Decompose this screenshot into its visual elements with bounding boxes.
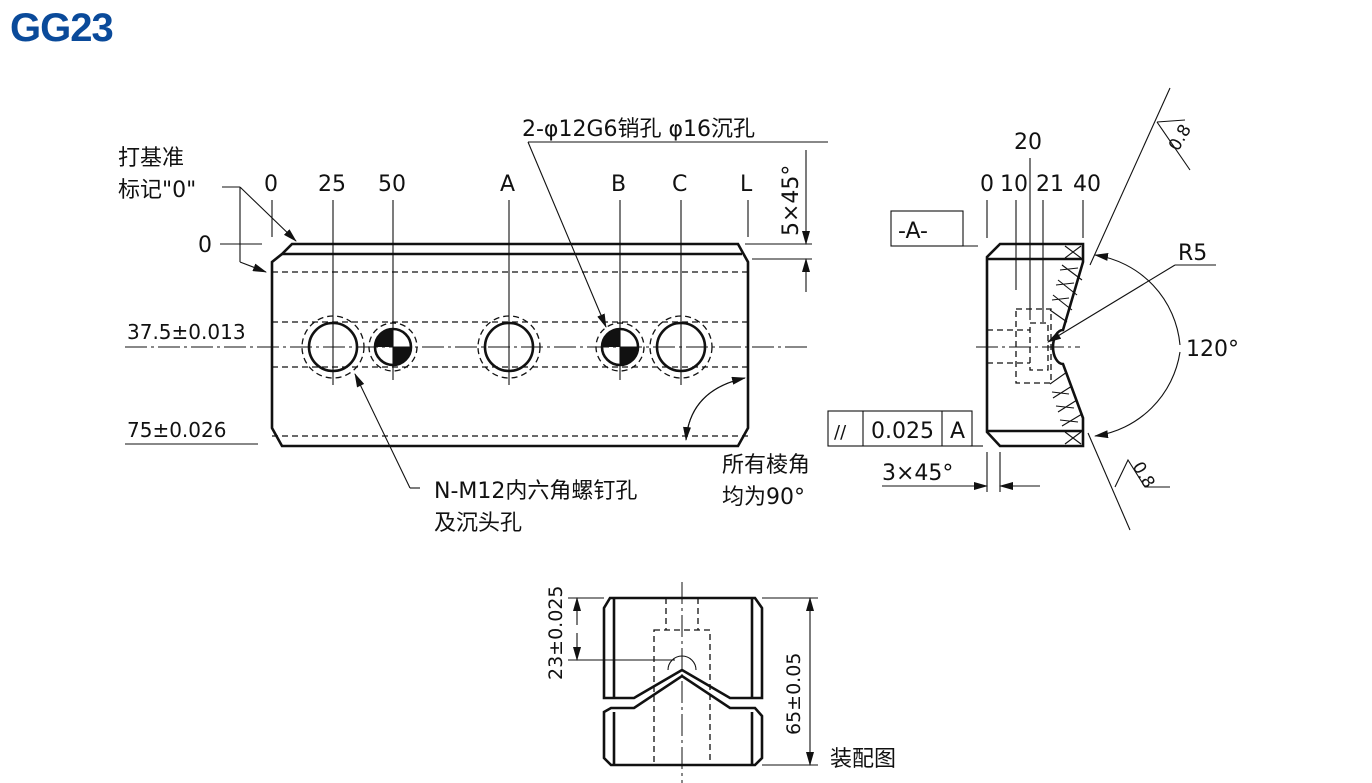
pin-hole-note: 2-φ12G6销孔 φ16沉孔 xyxy=(522,117,755,142)
screw-note-line2: 及沉头孔 xyxy=(434,511,522,536)
main-view: 打基准 标记"0" 0 25 50 A B C L 0 37.5±0.013 7… xyxy=(118,117,828,536)
x-dim-b: B xyxy=(611,172,626,197)
side-dim-20: 20 xyxy=(1014,130,1042,155)
tolerance-datum: A xyxy=(950,419,965,444)
y-dim-height: 75±0.026 xyxy=(127,418,226,442)
side-dim-21: 21 xyxy=(1036,172,1064,197)
x-dim-l: L xyxy=(740,172,753,197)
roughness-top: 0.8 xyxy=(1165,121,1196,154)
side-outline xyxy=(985,242,1085,448)
x-dim-a: A xyxy=(500,172,515,197)
x-dim-0: 0 xyxy=(264,172,278,197)
x-dim-50: 50 xyxy=(378,172,406,197)
side-chamfer-label: 3×45° xyxy=(882,461,953,486)
datum-note-line1: 打基准 xyxy=(118,146,184,171)
parallelism-symbol: // xyxy=(834,422,847,443)
svg-text:-A-: -A- xyxy=(898,219,928,244)
lower-jaw xyxy=(602,674,764,767)
side-dim-40: 40 xyxy=(1073,172,1101,197)
x-dim-c: C xyxy=(672,172,687,197)
datum-note-line2: 标记"0" xyxy=(118,178,196,203)
x-dim-25: 25 xyxy=(318,172,346,197)
block-outline xyxy=(270,242,750,448)
assembly-label: 装配图 xyxy=(830,747,896,772)
angle-label: 120° xyxy=(1186,337,1239,362)
y-dim-center: 37.5±0.013 xyxy=(127,320,246,344)
corner-note-line1: 所有棱角 xyxy=(722,453,810,478)
dim-65: 65±0.05 xyxy=(783,653,805,735)
assembly-view: 23±0.025 65±0.05 装配图 xyxy=(545,582,896,783)
upper-jaw xyxy=(602,596,764,700)
y-dim-zero: 0 xyxy=(198,233,212,258)
corner-note-line2: 均为90° xyxy=(722,485,805,510)
chamfer-top-dim: 5×45° xyxy=(779,165,804,236)
radius-label: R5 xyxy=(1178,241,1207,266)
side-view: -A- // 0.025 A 20 0 10 21 40 R5 120° 3×4… xyxy=(827,87,1239,531)
side-dim-10: 10 xyxy=(1000,172,1028,197)
parallelism-tolerance-frame: // 0.025 A xyxy=(827,410,973,447)
tolerance-value: 0.025 xyxy=(871,419,934,444)
side-hidden-lines xyxy=(987,308,1052,384)
screw-note-line1: N-M12内六角螺钉孔 xyxy=(434,479,637,504)
hatch xyxy=(1049,245,1083,445)
side-dim-0: 0 xyxy=(980,172,994,197)
dim-23: 23±0.025 xyxy=(545,586,567,681)
x-extension-lines xyxy=(125,141,828,489)
datum-a-box: -A- xyxy=(890,210,964,247)
page-title: GG23 xyxy=(10,6,114,50)
